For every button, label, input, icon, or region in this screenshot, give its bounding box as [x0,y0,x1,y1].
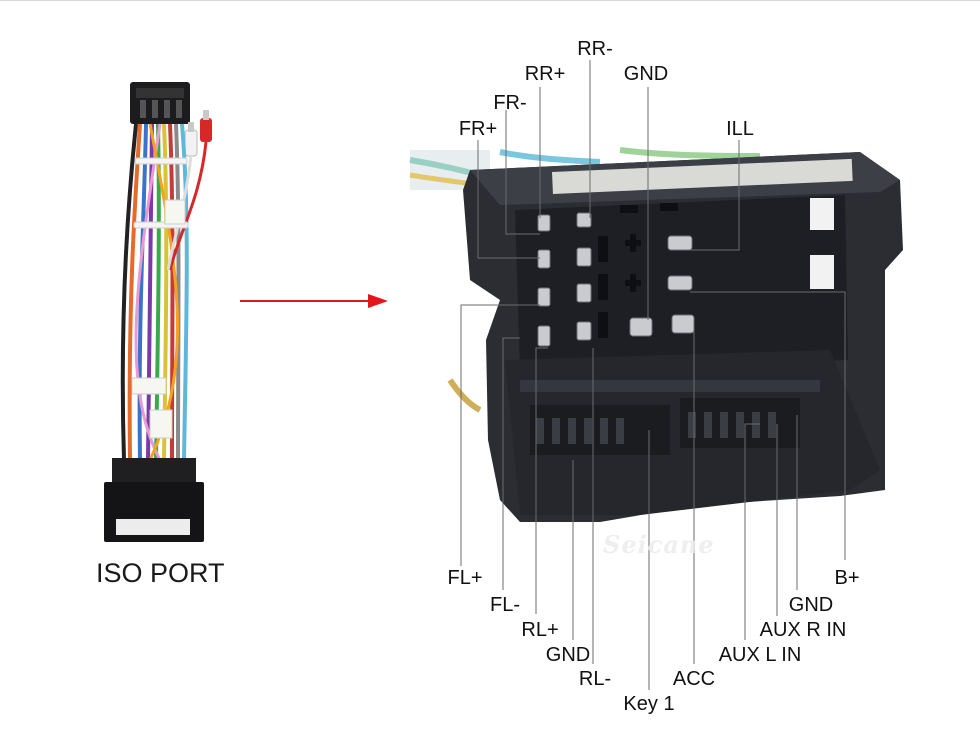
label-rr-minus: RR- [577,38,613,60]
label-ill: ILL [726,118,754,140]
red-arrow [240,294,388,308]
label-aux-r-in: AUX R IN [759,619,847,641]
label-aux-l-in: AUX L IN [718,644,802,666]
iso-port-caption: ISO PORT [96,558,225,588]
iso-harness-image [104,82,212,542]
label-gnd-bottom: GND [545,644,591,666]
label-key1: Key 1 [623,693,675,715]
label-rl-plus: RL+ [521,619,559,641]
connector-photo [409,147,903,522]
label-fr-plus: FR+ [458,118,498,140]
label-fl-minus: FL- [490,594,520,616]
label-rl-minus: RL- [578,668,612,690]
label-fr-minus: FR- [493,92,527,114]
label-gnd-top: GND [623,63,669,85]
label-gnd-right: GND [788,594,834,616]
label-fl-plus: FL+ [447,567,483,589]
label-rr-plus: RR+ [524,63,566,85]
top-divider [0,0,980,1]
leader-lines [460,60,846,690]
watermark-text: Seicane [603,530,715,559]
label-acc: ACC [672,668,716,690]
label-b-plus: B+ [834,567,860,589]
